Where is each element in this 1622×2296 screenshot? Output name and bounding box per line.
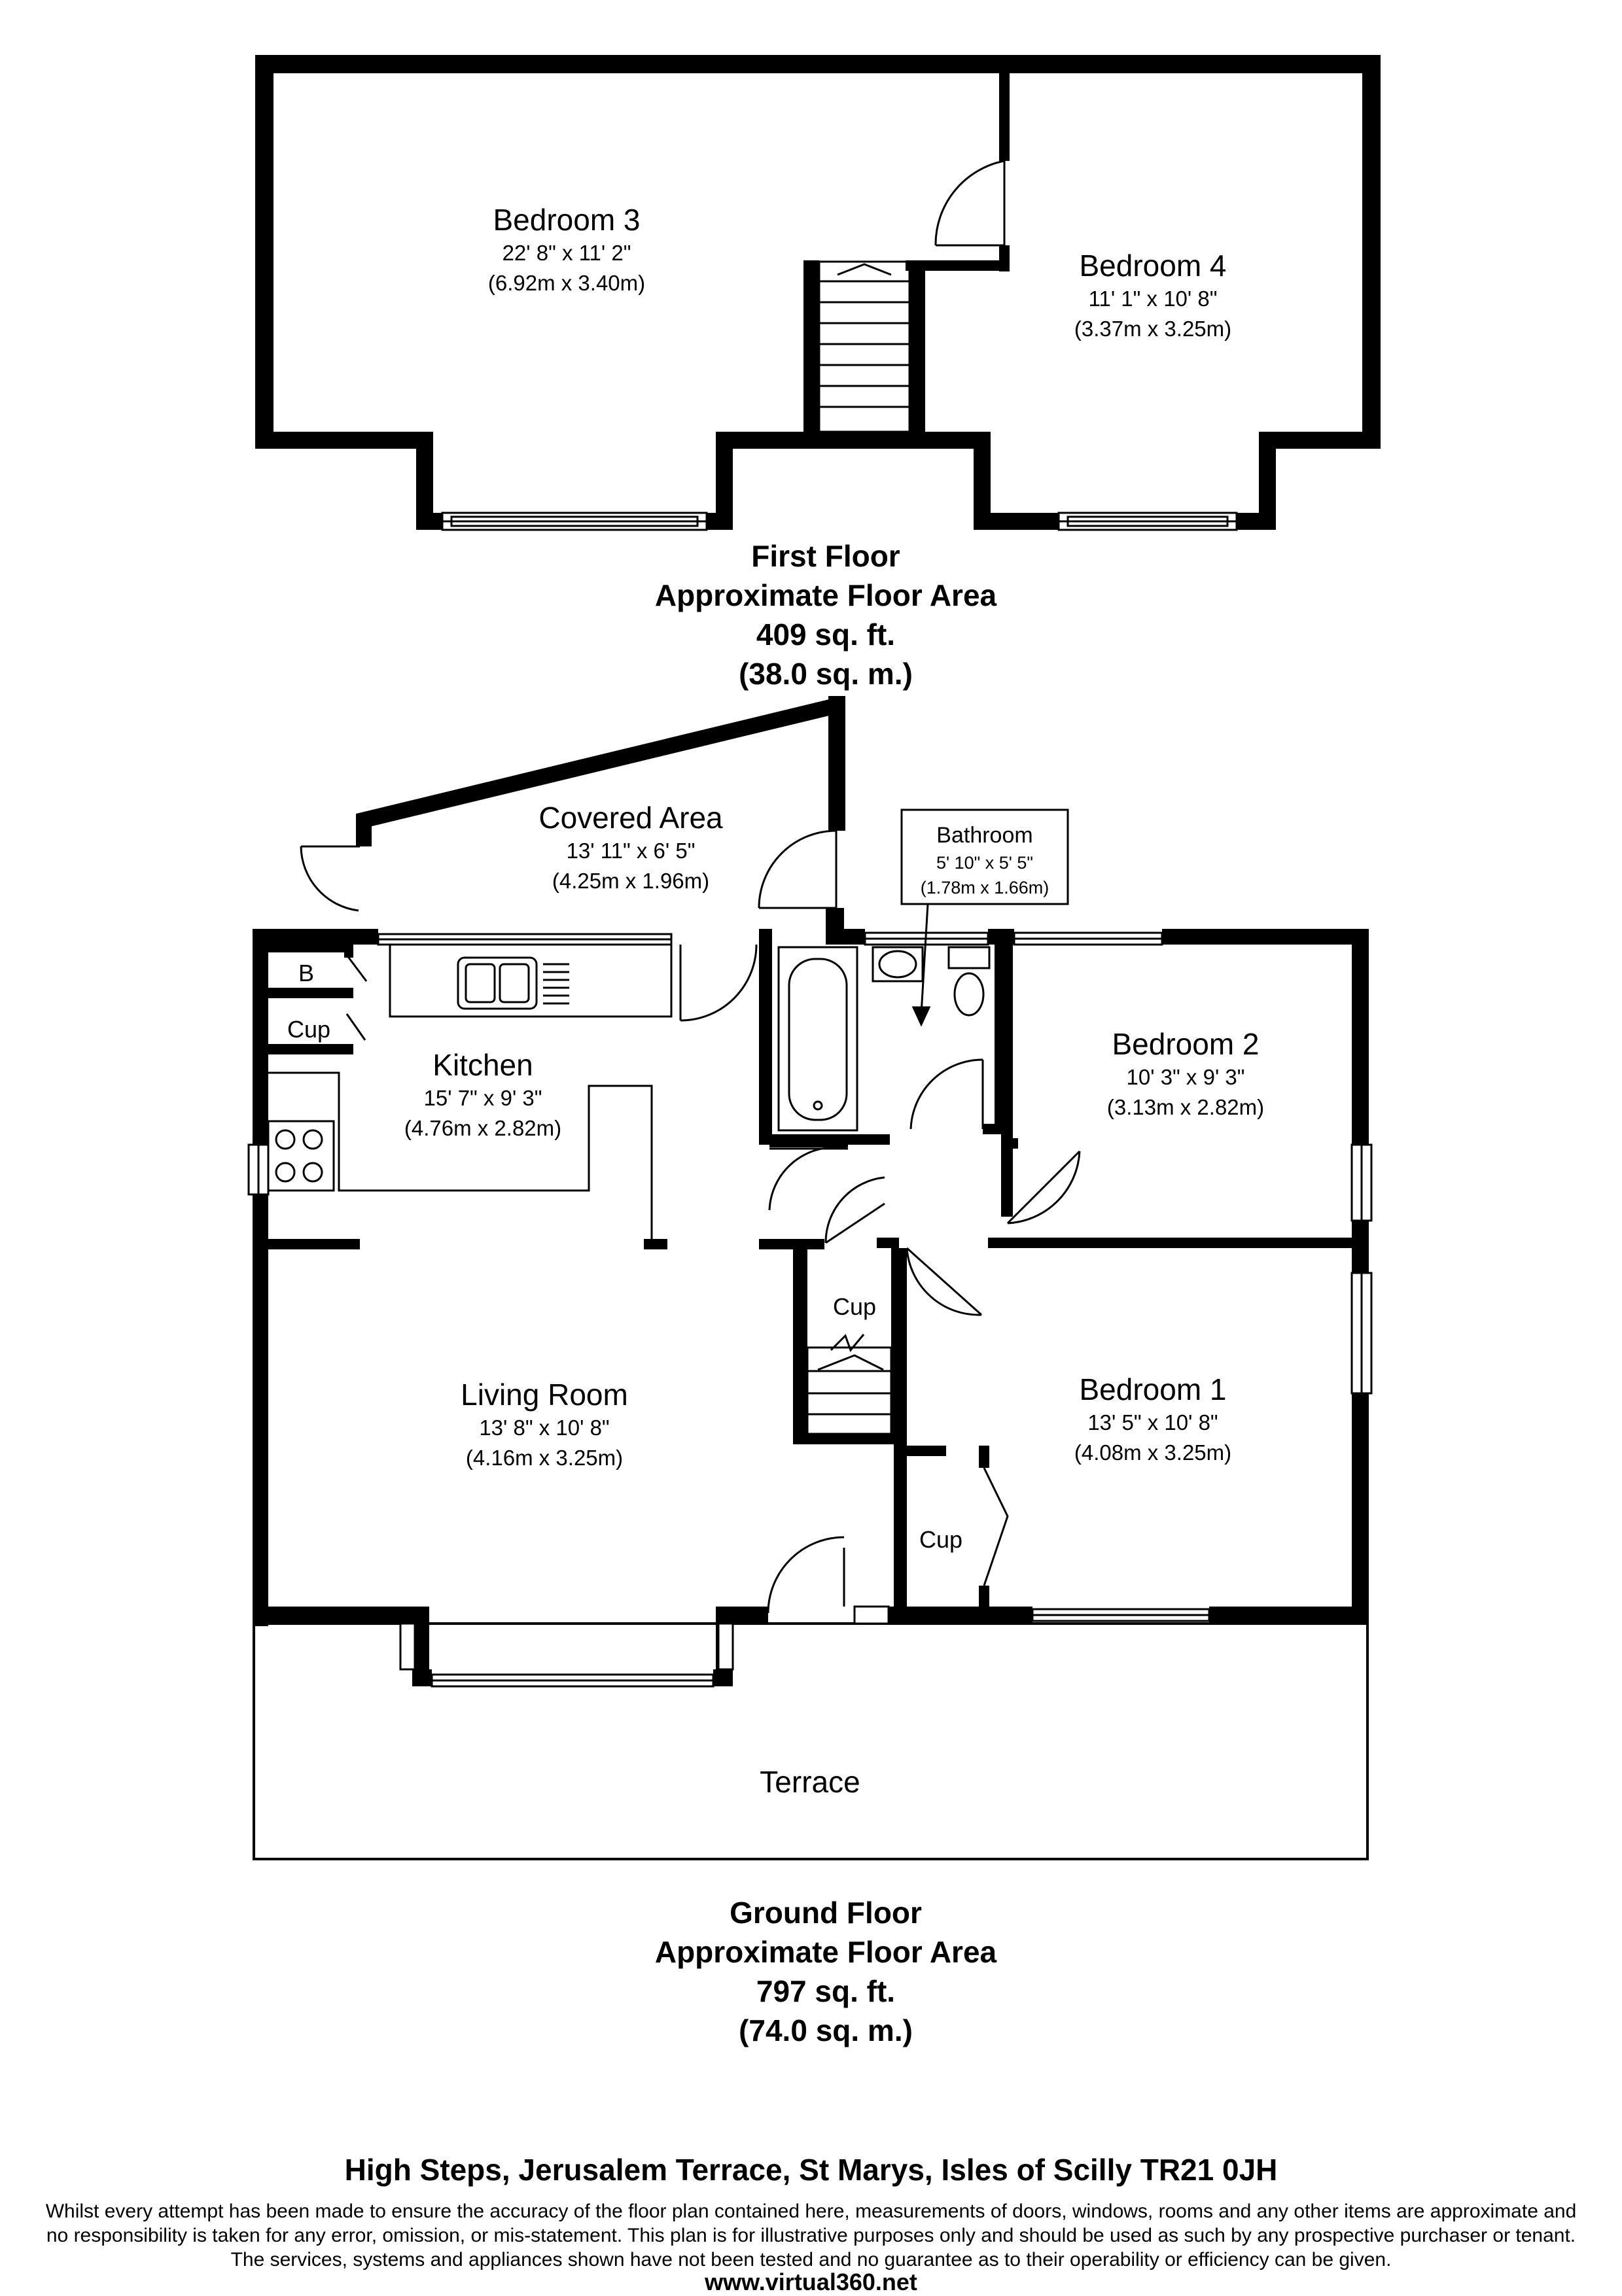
room-name: Covered Area bbox=[538, 801, 723, 835]
room-dimensions-metric: (4.25m x 1.96m) bbox=[552, 869, 709, 893]
floor-title: Ground Floor bbox=[730, 1896, 922, 1930]
first-floor-staircase bbox=[818, 260, 911, 433]
bathroom-label: Bathroom 5' 10" x 5' 5" (1.78m x 1.66m) bbox=[921, 823, 1049, 897]
washbasin bbox=[872, 946, 924, 983]
hall-door-lower-left bbox=[824, 1176, 885, 1244]
floor-area-label: Approximate Floor Area bbox=[655, 1935, 997, 1969]
boiler-cupboard-label: B bbox=[298, 960, 314, 986]
first-floor-area-summary: First Floor Approximate Floor Area 409 s… bbox=[655, 539, 997, 691]
kitchen-window bbox=[377, 933, 673, 946]
room-dimensions-metric: (4.08m x 3.25m) bbox=[1074, 1440, 1231, 1465]
kitchen-cupboard-door bbox=[345, 1013, 366, 1041]
room-dimensions-imperial: 13' 8" x 10' 8" bbox=[479, 1416, 609, 1440]
property-address: High Steps, Jerusalem Terrace, St Marys,… bbox=[344, 2153, 1278, 2187]
room-name: Bedroom 1 bbox=[1079, 1372, 1226, 1406]
room-dimensions-imperial: 10' 3" x 9' 3" bbox=[1127, 1065, 1245, 1089]
ground-floor-walls bbox=[253, 696, 1369, 1686]
bedroom-2-door bbox=[1006, 1150, 1081, 1225]
front-door-side-panel bbox=[853, 1605, 890, 1625]
room-dimensions-metric: (4.16m x 3.25m) bbox=[466, 1446, 623, 1470]
room-dimensions-imperial: 15' 7" x 9' 3" bbox=[424, 1086, 542, 1110]
bedroom-1-label: Bedroom 1 13' 5" x 10' 8" (4.08m x 3.25m… bbox=[1074, 1372, 1231, 1465]
bedroom-4-label: Bedroom 4 11' 1" x 10' 8" (3.37m x 3.25m… bbox=[1074, 249, 1231, 341]
living-room-door bbox=[768, 1146, 849, 1211]
room-dimensions-imperial: 5' 10" x 5' 5" bbox=[936, 853, 1033, 873]
bedroom-1-window bbox=[1031, 1608, 1210, 1622]
terrace-label: Terrace bbox=[760, 1765, 860, 1799]
covered-area-door-left bbox=[300, 845, 360, 912]
floor-title: First Floor bbox=[751, 539, 900, 573]
room-dimensions-metric: (4.76m x 2.82m) bbox=[404, 1116, 561, 1140]
bathroom-door bbox=[909, 1058, 984, 1130]
bathroom-callout bbox=[900, 809, 1069, 1027]
covered-area-label: Covered Area 13' 11" x 6' 5" (4.25m x 1.… bbox=[538, 801, 723, 893]
kitchen-label: Kitchen 15' 7" x 9' 3" (4.76m x 2.82m) bbox=[404, 1048, 561, 1140]
bedroom-2-window bbox=[1013, 931, 1163, 946]
bedroom-1-cupboard-label: Cup bbox=[919, 1526, 962, 1553]
website-link[interactable]: www.virtual360.net bbox=[705, 2269, 917, 2295]
room-dimensions-imperial: 13' 5" x 10' 8" bbox=[1087, 1410, 1218, 1435]
ground-floor-staircase bbox=[806, 1334, 892, 1435]
first-floor-plan bbox=[255, 55, 1381, 530]
living-room-label: Living Room 13' 8" x 10' 8" (4.16m x 3.2… bbox=[461, 1378, 628, 1470]
floor-area-sqm: (74.0 sq. m.) bbox=[739, 2013, 913, 2047]
floor-area-label: Approximate Floor Area bbox=[655, 578, 997, 612]
kitchen-door bbox=[679, 944, 758, 1022]
bedroom-1-door bbox=[906, 1247, 983, 1316]
terrace-outline bbox=[253, 1622, 1369, 1860]
room-dimensions-imperial: 11' 1" x 10' 8" bbox=[1089, 287, 1218, 311]
room-dimensions-imperial: 22' 8" x 11' 2" bbox=[502, 241, 631, 265]
room-name: Bedroom 2 bbox=[1112, 1027, 1259, 1061]
room-name: Kitchen bbox=[432, 1048, 533, 1082]
bedroom-1-cupboard-door bbox=[983, 1467, 1009, 1586]
room-dimensions-metric: (1.78m x 1.66m) bbox=[921, 878, 1049, 897]
kitchen-cupboard-label: Cup bbox=[287, 1016, 330, 1043]
floor-area-sqm: (38.0 sq. m.) bbox=[739, 657, 913, 691]
ground-floor-details bbox=[247, 809, 1373, 1688]
front-door bbox=[767, 1536, 845, 1614]
covered-area-door-right bbox=[758, 829, 837, 909]
room-dimensions-metric: (3.37m x 3.25m) bbox=[1074, 317, 1231, 341]
bedroom-4-door bbox=[934, 160, 1006, 247]
room-name: Bedroom 4 bbox=[1079, 249, 1226, 283]
bedroom-4-window bbox=[1057, 512, 1238, 531]
bedroom-2-side-window bbox=[1350, 1143, 1373, 1222]
floor-area-sqft: 409 sq. ft. bbox=[756, 617, 895, 652]
toilet bbox=[947, 946, 991, 1017]
stair-cupboard-label: Cup bbox=[833, 1293, 876, 1320]
bedroom-3-label: Bedroom 3 22' 8" x 11' 2" (6.92m x 3.40m… bbox=[488, 203, 645, 295]
room-name: Living Room bbox=[461, 1378, 628, 1412]
room-name: Bathroom bbox=[936, 823, 1032, 848]
room-dimensions-metric: (6.92m x 3.40m) bbox=[488, 271, 645, 295]
bedroom-1-side-window bbox=[1350, 1272, 1373, 1395]
first-floor-details bbox=[441, 160, 1238, 531]
bathtub bbox=[777, 946, 858, 1132]
room-name: Terrace bbox=[760, 1765, 860, 1799]
ground-floor-area-summary: Ground Floor Approximate Floor Area 797 … bbox=[655, 1896, 997, 2047]
kitchen-worktop bbox=[389, 943, 673, 1018]
room-dimensions-metric: (3.13m x 2.82m) bbox=[1107, 1095, 1264, 1119]
room-dimensions-imperial: 13' 11" x 6' 5" bbox=[567, 839, 696, 863]
boiler-cupboard-door bbox=[345, 954, 368, 982]
kitchen-side-window bbox=[247, 1143, 270, 1196]
room-name: Bedroom 3 bbox=[493, 203, 640, 237]
bedroom-2-label: Bedroom 2 10' 3" x 9' 3" (3.13m x 2.82m) bbox=[1107, 1027, 1264, 1119]
living-room-bay-window bbox=[399, 1622, 734, 1688]
disclaimer-text: Whilst every attempt has been made to en… bbox=[45, 2200, 1577, 2270]
floor-area-sqft: 797 sq. ft. bbox=[756, 1974, 895, 2008]
bedroom-3-window bbox=[441, 512, 708, 531]
